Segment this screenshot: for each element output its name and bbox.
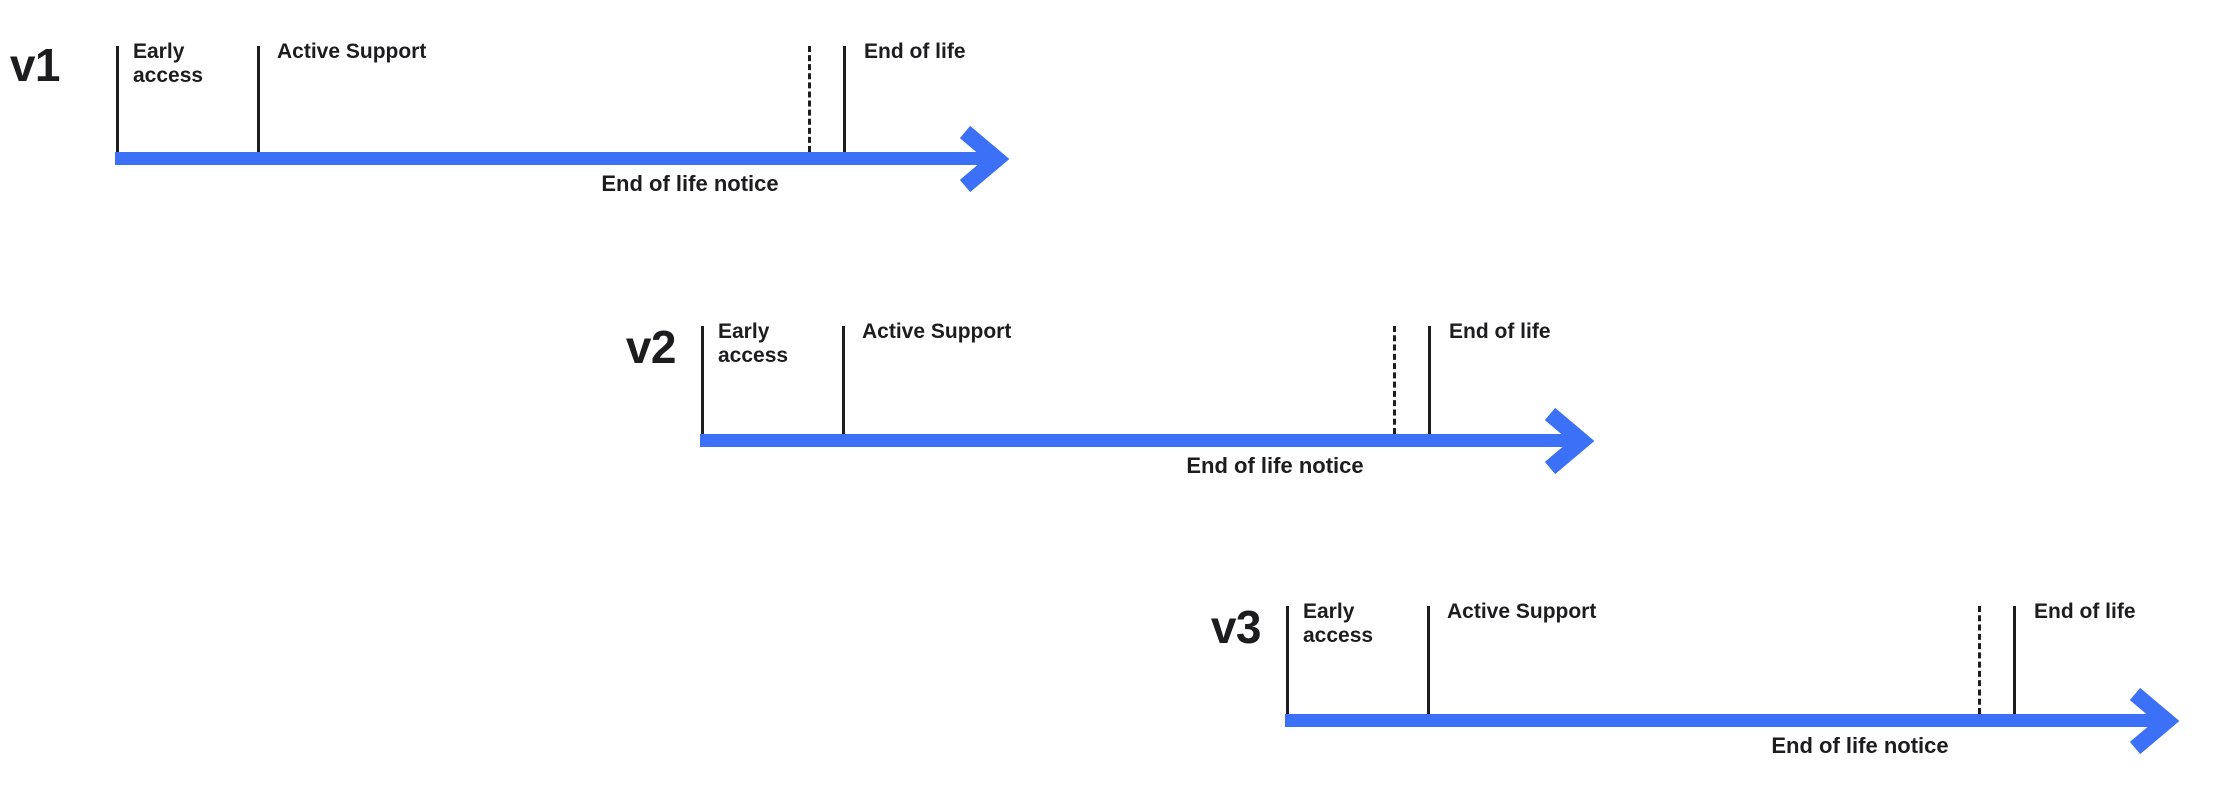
phase-divider (843, 46, 846, 152)
version-label-v1: v1 (9, 39, 61, 91)
phase-label: Early access (1303, 600, 1374, 647)
version-label-v2: v2 (625, 321, 677, 373)
phase-label: Active Support (1447, 600, 1597, 623)
lifecycle-bar (115, 152, 991, 165)
arrow-head-icon (1538, 407, 1608, 479)
phase-divider-dashed (808, 46, 811, 152)
phase-divider (116, 46, 119, 152)
phase-label: Early access (718, 320, 789, 367)
phase-divider (1286, 606, 1289, 714)
end-of-life-notice-label: End of life notice (601, 171, 779, 196)
phase-divider (257, 46, 260, 152)
lifecycle-bar (1285, 714, 2161, 727)
phase-label: End of life (1449, 320, 1551, 343)
phase-label: Active Support (277, 40, 427, 63)
phase-divider (842, 326, 845, 434)
end-of-life-notice-label: End of life notice (1186, 453, 1364, 478)
phase-divider (2013, 606, 2016, 714)
phase-label: End of life (864, 40, 966, 63)
arrow-head-icon (2123, 687, 2193, 759)
lifecycle-bar (700, 434, 1576, 447)
end-of-life-notice-label: End of life notice (1771, 733, 1949, 758)
phase-divider (1427, 606, 1430, 714)
phase-label: Early access (133, 40, 204, 87)
phase-divider-dashed (1978, 606, 1981, 714)
arrow-head-icon (953, 125, 1023, 197)
version-label-v3: v3 (1210, 601, 1262, 653)
phase-label: End of life (2034, 600, 2136, 623)
phase-divider (701, 326, 704, 434)
phase-label: Active Support (862, 320, 1012, 343)
phase-divider-dashed (1393, 326, 1396, 434)
phase-divider (1428, 326, 1431, 434)
